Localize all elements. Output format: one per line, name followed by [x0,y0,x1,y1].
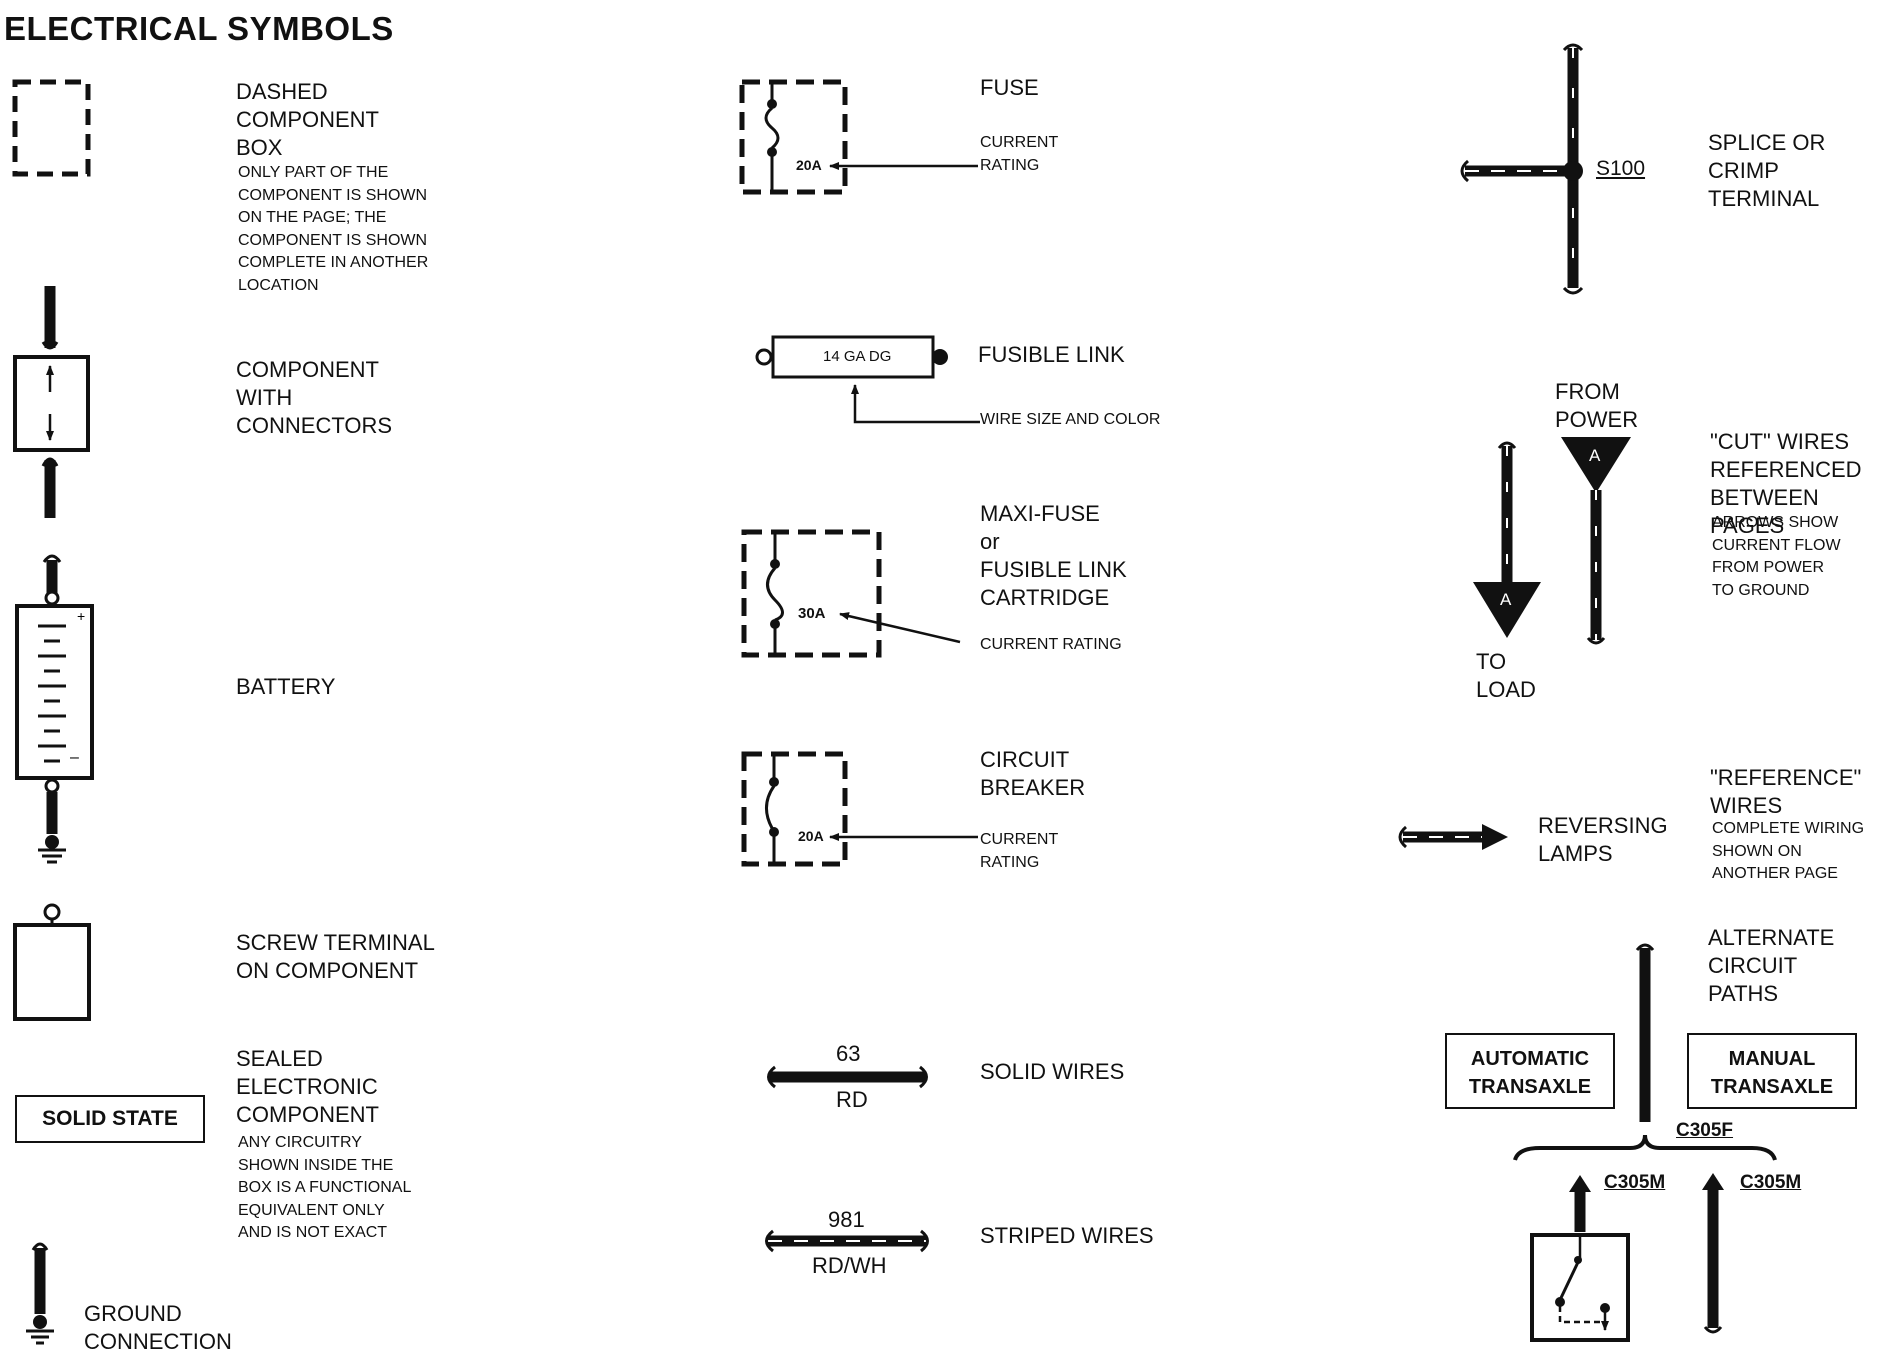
solid-wire-circuit: 63 [836,1041,861,1066]
dashed-box-note: ONLY PART OF THE COMPONENT IS SHOWN ON T… [238,164,429,294]
solid-wires-label: SOLID WIRES [980,1059,1125,1084]
screw-terminal-label: SCREW TERMINAL ON COMPONENT [236,930,435,983]
reference-wires-note: COMPLETE WIRING SHOWN ON ANOTHER PAGE [1712,820,1865,882]
fuse-label: FUSE [980,75,1039,100]
striped-wire-color: RD/WH [812,1253,887,1278]
alternate-paths-label: ALTERNATE CIRCUIT PATHS [1708,925,1835,1006]
component-connectors-label: COMPONENT WITH CONNECTORS [236,357,393,438]
dashed-box-label: DASHED COMPONENT BOX [236,79,379,160]
connector-c305f: C305F [1676,1120,1734,1141]
fusible-link-symbol [755,335,980,424]
maxi-fuse-label: MAXI-FUSE or FUSIBLE LINK CARTRIDGE [980,501,1127,610]
battery-symbol: + – [15,554,94,864]
cut-wire-to-load: TO LOAD [1476,649,1536,702]
circuit-breaker-rating: 20A [798,828,824,844]
battery-label: BATTERY [236,674,336,699]
fuse-symbol [739,79,978,195]
maxi-fuse-note: CURRENT RATING [980,636,1122,653]
fuse-note: CURRENT RATING [980,134,1059,174]
splice-label: SPLICE OR CRIMP TERMINAL [1708,130,1826,211]
solid-wire-color: RD [836,1087,868,1112]
cut-wires-symbol [1473,437,1631,645]
page-title: ELECTRICAL SYMBOLS [4,10,394,47]
maxi-fuse-symbol [741,529,961,658]
fusible-link-box-text: 14 GA DG [823,348,892,365]
solid-state-box: SOLID STATE [15,1095,205,1143]
screw-terminal-symbol [13,903,91,1021]
striped-wire-circuit: 981 [828,1207,865,1232]
reference-wire-symbol [1398,824,1508,850]
maxi-fuse-rating: 30A [798,605,826,622]
splice-id: S100 [1596,157,1646,180]
fuse-rating: 20A [796,157,822,173]
connector-c305m-right: C305M [1740,1172,1802,1193]
ground-symbol [26,1242,54,1345]
sealed-component-note: ANY CIRCUITRY SHOWN INSIDE THE BOX IS A … [238,1134,412,1241]
reference-wire-target: REVERSING LAMPS [1538,813,1668,866]
cut-wires-label: "CUT" WIRES REFERENCED BETWEEN PAGES [1710,429,1862,538]
circuit-breaker-symbol [741,751,978,867]
striped-wire-symbol [765,1229,929,1253]
connector-c305m-left: C305M [1604,1172,1666,1193]
circuit-breaker-note: CURRENT RATING [980,831,1059,871]
svg-text:–: – [70,749,79,766]
cut-wires-note: ARROWS SHOW CURRENT FLOW FROM POWER TO G… [1712,514,1841,599]
striped-wires-label: STRIPED WIRES [980,1223,1154,1248]
dashed-box-symbol [12,79,91,177]
cut-wire-marker-down: A [1500,590,1512,609]
alternate-paths-symbol [1513,943,1777,1342]
fusible-link-label: FUSIBLE LINK [978,342,1125,367]
solid-wire-symbol [767,1065,928,1089]
circuit-breaker-label: CIRCUIT BREAKER [980,747,1086,800]
component-connectors-symbol [13,286,90,518]
svg-text:+: + [77,608,85,624]
ground-label: GROUND CONNECTION [84,1301,232,1354]
manual-transaxle-box: MANUAL TRANSAXLE [1687,1033,1857,1109]
splice-symbol [1460,43,1584,295]
sealed-component-label: SEALED ELECTRONIC COMPONENT [236,1046,379,1127]
fusible-link-note: WIRE SIZE AND COLOR [980,411,1161,428]
cut-wire-marker-up: A [1589,446,1601,465]
cut-wire-from-power: FROM POWER [1555,379,1639,432]
reference-wires-label: "REFERENCE" WIRES [1710,765,1862,818]
automatic-transaxle-box: AUTOMATIC TRANSAXLE [1445,1033,1615,1109]
